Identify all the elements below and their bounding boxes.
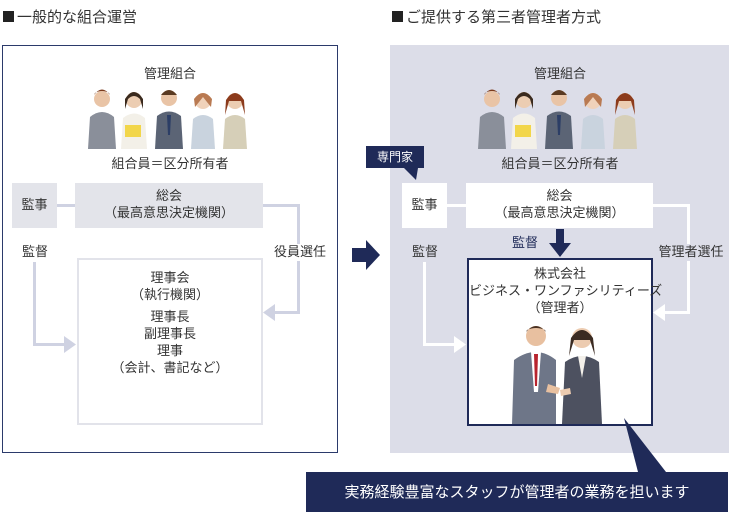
square-bullet-icon (392, 11, 403, 22)
left-board-line3: 理事長 (150, 310, 190, 325)
company-line2: ビジネス・ワンファシリティーズ (469, 284, 663, 299)
left-board-line4: 副理事長 (143, 327, 196, 342)
right-supervision-center-label: 監督 (511, 236, 538, 251)
left-board-box: 理事会 （執行機関） 理事長 副理事長 理事 （会計、書記など） (77, 258, 263, 425)
company-line3: （管理者） (527, 301, 593, 316)
right-general-meeting-box: 総会 （最高意思決定機関） (466, 183, 653, 228)
left-arrow-icon (263, 304, 275, 321)
right-supervision-left-label: 監督 (411, 245, 438, 260)
right-arrow-icon (64, 336, 76, 353)
left-supervision-hline (33, 343, 67, 346)
left-members-label: 組合員＝区分所有者 (111, 157, 229, 172)
left-auditor-box: 監事 (12, 183, 57, 228)
left-auditor-connector (57, 204, 75, 207)
right-manager-election-label: 管理者選任 (654, 244, 728, 261)
right-section-title: ご提供する第三者管理者方式 (392, 6, 601, 27)
left-election-hline-top (263, 204, 300, 207)
right-auditor-connector (447, 204, 466, 207)
left-board-line1: 理事会 (150, 271, 190, 286)
right-election-hline-bottom (664, 311, 690, 314)
service-banner: 実務経験豊富なスタッフが管理者の業務を担います (306, 472, 728, 512)
banner-pointer-icon (624, 418, 666, 472)
business-people-icon (512, 326, 602, 424)
left-board-line2: （執行機関） (130, 288, 209, 303)
right-supervision-line (423, 262, 426, 346)
left-general-meeting-box: 総会 （最高意思決定機関） (75, 183, 263, 228)
right-arrow-icon (352, 240, 380, 270)
people-group-icon (88, 89, 247, 149)
left-election-hline-bottom (274, 311, 300, 314)
left-officer-election-label: 役員選任 (266, 244, 334, 261)
left-union-label: 管理組合 (143, 67, 196, 82)
people-group-icon (478, 89, 637, 149)
company-box: 株式会社 ビジネス・ワンファシリティーズ （管理者） (467, 258, 663, 426)
right-auditor-label: 監事 (411, 198, 438, 213)
down-arrow-icon (549, 229, 571, 257)
right-election-hline-top (653, 204, 690, 207)
right-general-meeting-line2: （最高意思決定機関） (494, 206, 625, 221)
company-line1: 株式会社 (533, 267, 586, 282)
expert-tag: 専門家 (366, 146, 424, 168)
right-arrow-icon (454, 336, 466, 353)
square-bullet-icon (3, 11, 14, 22)
right-general-meeting-line1: 総会 (546, 189, 573, 204)
left-arrow-icon (653, 304, 665, 321)
left-general-meeting-line2: （最高意思決定機関） (103, 206, 234, 221)
right-auditor-box: 監事 (402, 183, 447, 228)
right-union-label: 管理組合 (533, 67, 586, 82)
right-supervision-hline (423, 343, 457, 346)
right-members-label: 組合員＝区分所有者 (501, 157, 619, 172)
expert-tag-pointer-icon (404, 168, 418, 180)
left-supervision-line (33, 262, 36, 346)
left-general-meeting-line1: 総会 (155, 189, 182, 204)
left-section-title: 一般的な組合運営 (3, 6, 137, 27)
left-board-line6: （会計、書記など） (111, 361, 229, 376)
left-auditor-label: 監事 (21, 198, 48, 213)
left-board-line5: 理事 (156, 344, 183, 359)
left-supervision-label: 監督 (21, 245, 48, 260)
